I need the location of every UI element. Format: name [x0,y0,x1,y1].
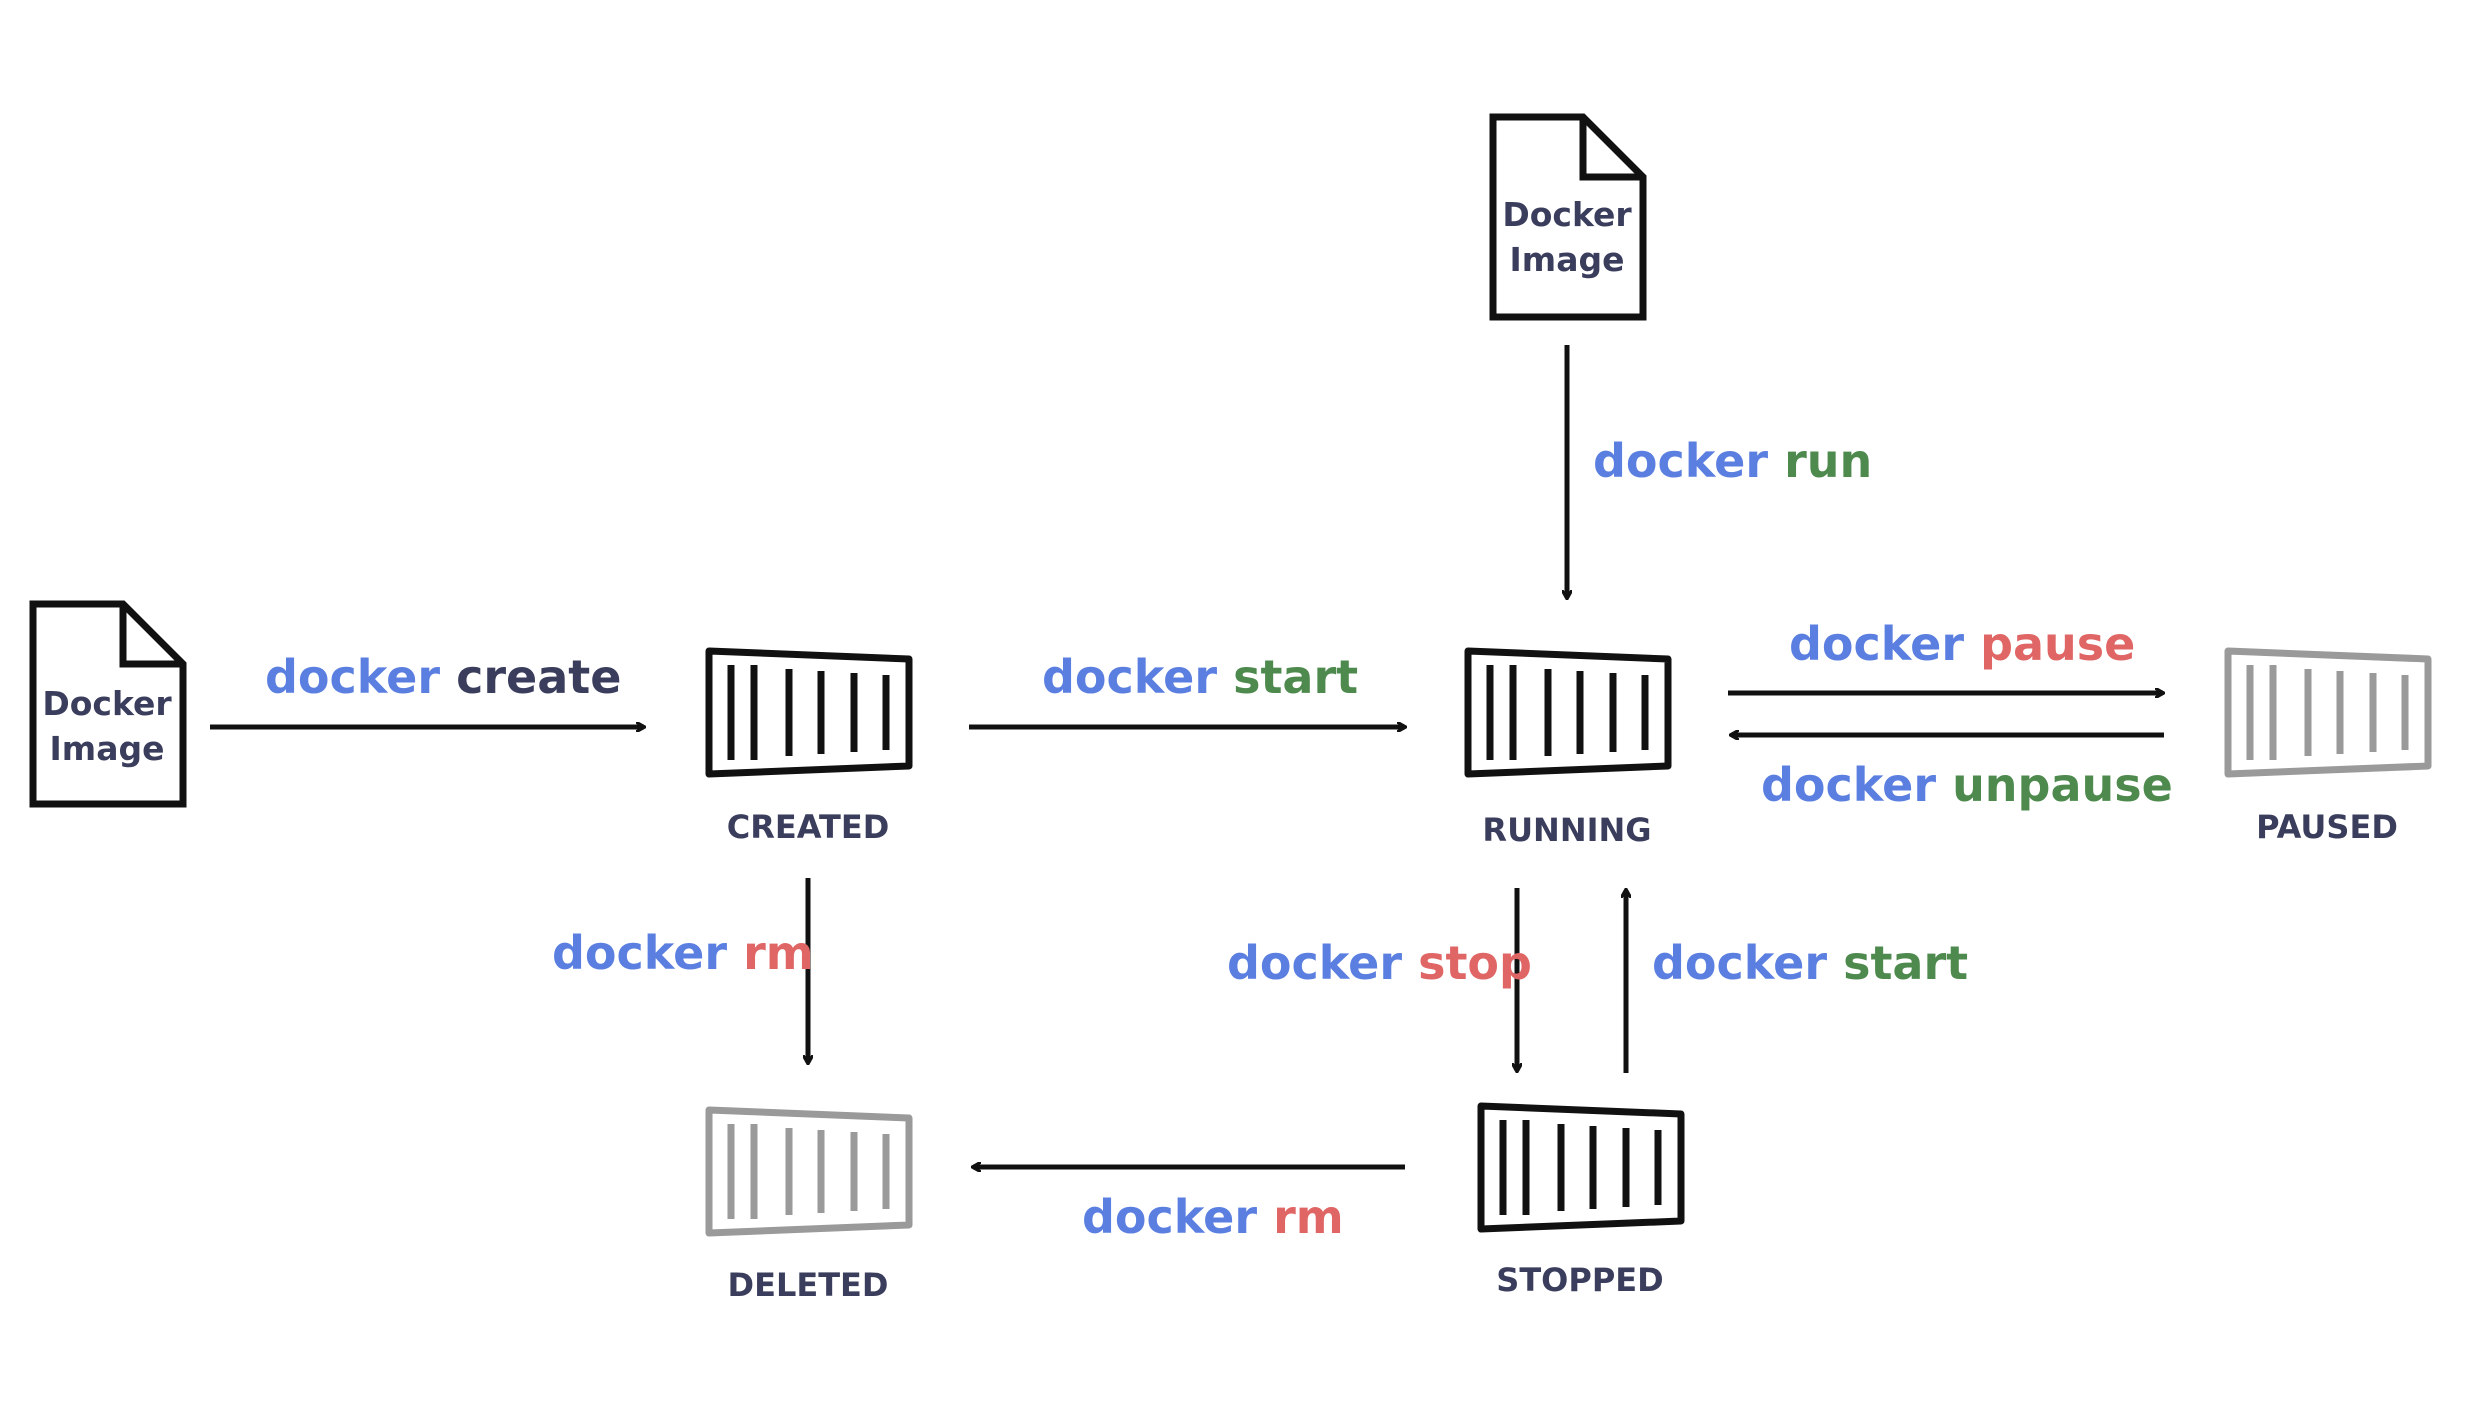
state-label-created: CREATED [727,808,890,846]
state-label-paused: PAUSED [2256,808,2398,846]
container-icon [709,651,909,774]
cmd-unpause: docker unpause [1761,758,2173,812]
state-deleted: DELETED [709,1110,909,1304]
cmd-unpause-prefix: docker [1761,758,1936,812]
container-icon [1468,651,1668,774]
docker-image-left-line2: Image [50,729,165,768]
cmd-rm-created-verb: rm [743,926,814,980]
cmd-create-verb: create [456,650,621,704]
docker-image-top-line1: Docker [1502,195,1632,234]
cmd-start-verb: start [1233,650,1358,704]
cmd-rm-created: docker rm [552,926,814,980]
state-running: RUNNING [1468,651,1668,849]
state-label-stopped: STOPPED [1496,1261,1663,1299]
docker-image-top: Docker Image [1493,117,1643,317]
state-paused: PAUSED [2228,651,2428,846]
cmd-pause-verb: pause [1980,617,2135,671]
cmd-start: docker start [1042,650,1358,704]
cmd-run: docker run [1593,434,1872,488]
cmd-stop-verb: stop [1418,936,1532,990]
cmd-rm-created-prefix: docker [552,926,727,980]
cmd-restart: docker start [1652,936,1968,990]
arrows [210,345,2164,1167]
cmd-start-prefix: docker [1042,650,1217,704]
state-created: CREATED [709,651,909,846]
container-icon [2228,651,2428,774]
cmd-rm-stopped: docker rm [1082,1190,1344,1244]
container-icon [709,1110,909,1233]
cmd-rm-stopped-prefix: docker [1082,1190,1257,1244]
cmd-stop: docker stop [1227,936,1532,990]
cmd-rm-stopped-verb: rm [1273,1190,1344,1244]
docker-image-left-line1: Docker [42,684,172,723]
cmd-restart-prefix: docker [1652,936,1827,990]
cmd-restart-verb: start [1843,936,1968,990]
cmd-run-prefix: docker [1593,434,1768,488]
state-label-running: RUNNING [1482,811,1651,849]
cmd-create-prefix: docker [265,650,440,704]
state-label-deleted: DELETED [728,1266,889,1304]
cmd-create: docker create [265,650,621,704]
docker-image-top-line2: Image [1510,240,1625,279]
cmd-unpause-verb: unpause [1952,758,2173,812]
state-stopped: STOPPED [1481,1106,1681,1299]
cmd-pause-prefix: docker [1789,617,1964,671]
cmd-stop-prefix: docker [1227,936,1402,990]
container-icon [1481,1106,1681,1229]
cmd-run-verb: run [1784,434,1872,488]
cmd-pause: docker pause [1789,617,2135,671]
docker-image-left: Docker Image [33,604,183,804]
